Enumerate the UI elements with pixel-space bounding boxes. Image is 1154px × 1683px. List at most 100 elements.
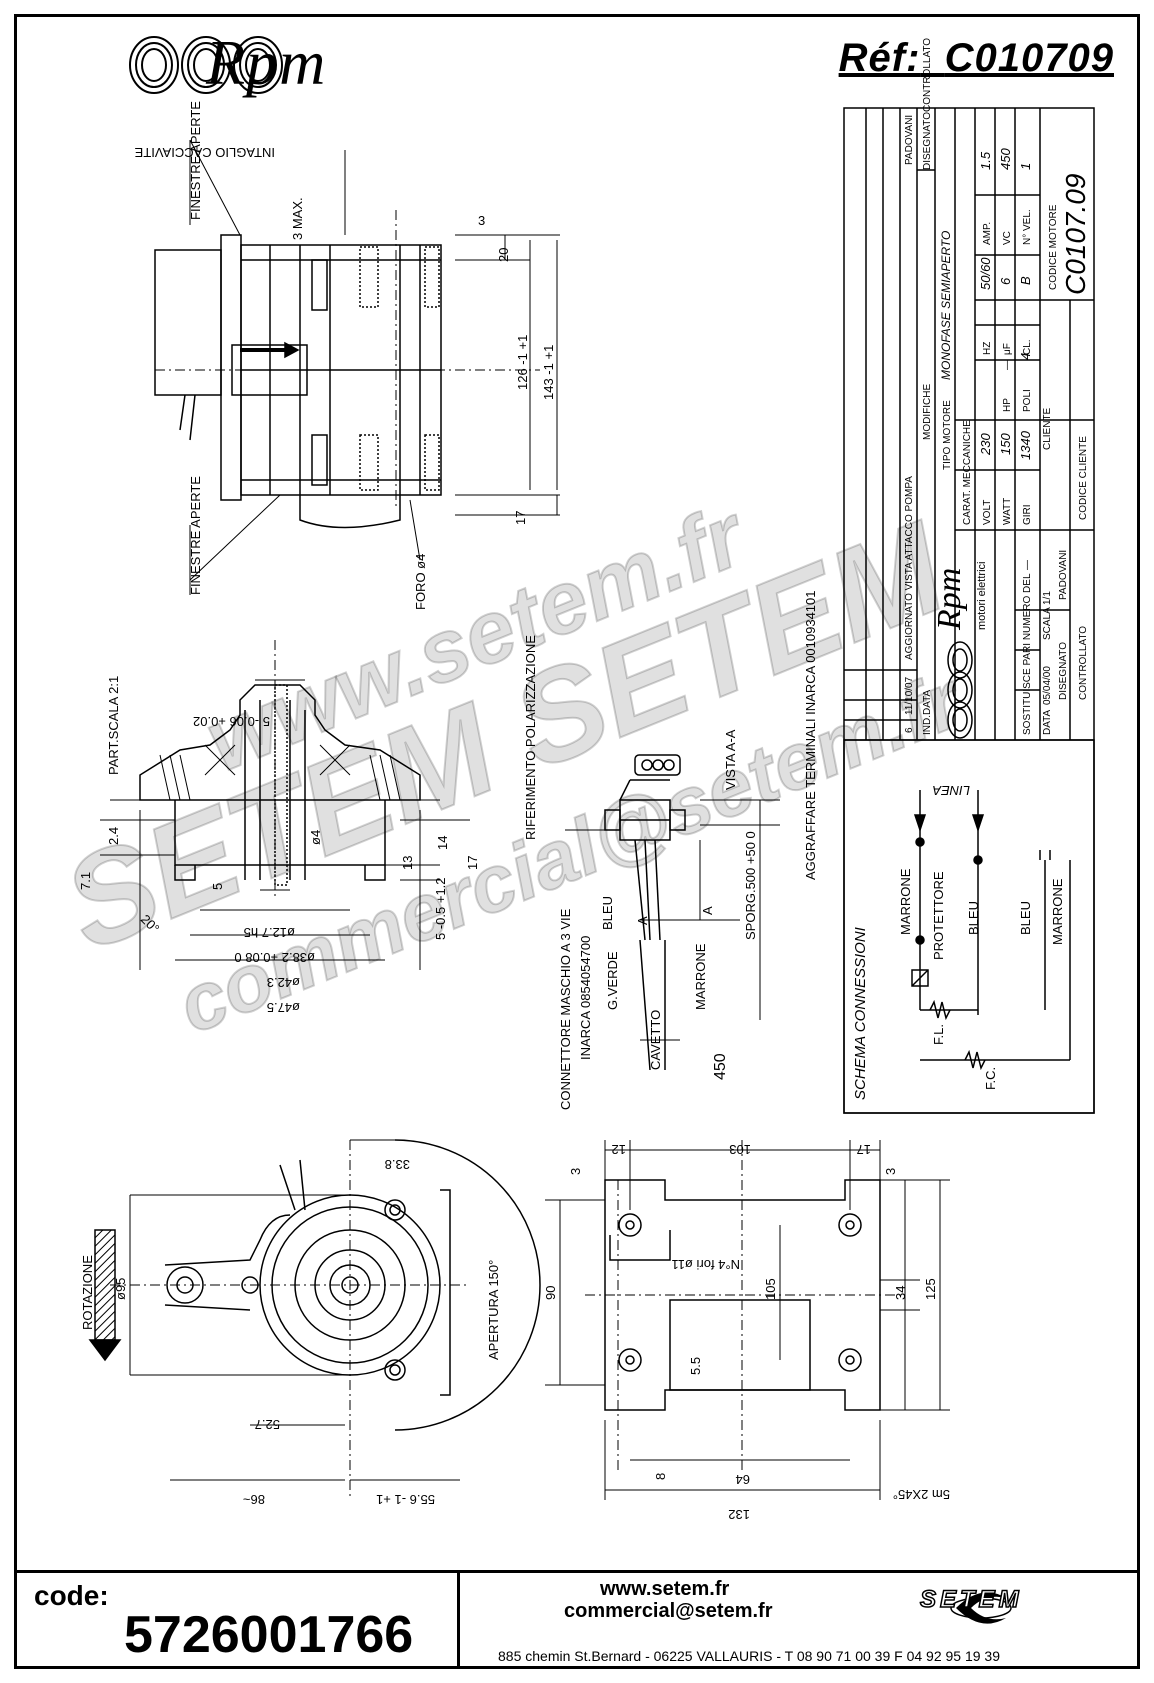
rotation-label: ROTAZIONE [80, 1255, 95, 1330]
dim-126: 126 -1 +1 [515, 335, 530, 390]
uf-value: 6 [998, 277, 1013, 285]
wire-marrone: MARRONE [693, 943, 708, 1010]
volt-value: 230 [978, 433, 993, 456]
slot-label: INTAGLIO CACCIAVITE [134, 145, 275, 160]
product-code-box: code: 5726001766 [14, 1570, 460, 1669]
watt-label: WATT [1002, 498, 1013, 525]
setem-wordmark: SETEM [919, 1585, 1023, 1614]
connector-part: INARCA 0854054700 [578, 936, 593, 1060]
rev-number: 6 [904, 727, 915, 733]
reference-value: C010709 [944, 36, 1114, 80]
dim-125: 125 [923, 1278, 938, 1300]
dim-12: 12 [612, 1142, 626, 1157]
chamfer-label: 5m 2X45° [893, 1487, 950, 1502]
dim-5-inner: 5 [210, 883, 225, 890]
scale-label-tb: SCALA [1042, 607, 1053, 640]
giri-label: GIRI [1022, 504, 1033, 525]
code-value: 5726001766 [124, 1606, 414, 1664]
dim-5-shoulder: 5 -0.5 +1.2 [433, 877, 448, 940]
dim-7-1: 7.1 [78, 872, 93, 890]
wire-label-bleu-1: BLEU [966, 901, 981, 935]
mech-label: CARAT. MECCANICHE [962, 420, 973, 525]
dim-8: 8 [653, 1473, 668, 1480]
motor-type-label: TIPO MOTORE [942, 400, 953, 470]
hp-label: HP [1002, 398, 1013, 412]
cable-length: 450 [712, 1053, 729, 1080]
giri-value: 1340 [1018, 430, 1033, 460]
dim-55-6: 55.6 -1 +1 [376, 1492, 435, 1507]
drawing-frame [14, 14, 1140, 1669]
cl-value: B [1018, 276, 1033, 285]
vc-value: 450 [998, 148, 1013, 170]
dim-3-right: 3 [883, 1168, 898, 1175]
wire-label-protettore: PROTETTORE [931, 871, 946, 960]
wire-label-marrone-1: MARRONE [898, 868, 913, 935]
motor-type-value: MONOFASE SEMIAPERTO [939, 231, 953, 380]
dim-86: 86~ [243, 1492, 265, 1507]
aperture-label: APERTURA 150° [486, 1260, 501, 1360]
vel-label: N° VEL. [1022, 209, 1033, 245]
setem-logo [950, 1592, 1012, 1624]
window-label-bottom: FINESTRE APERTE [188, 476, 203, 595]
rev-ind-label: IND. [922, 715, 933, 735]
max-label: 3 MAX. [290, 197, 305, 240]
window-label-top: FINESTRE APERTE [188, 101, 203, 220]
footer-divider [14, 1570, 1140, 1573]
dim-o42-3: ø42.3 [267, 975, 300, 990]
hz-label: HZ [982, 342, 993, 355]
motor-code-label: CODICE MOTORE [1048, 204, 1059, 290]
dim-103: 103 [729, 1142, 751, 1157]
dim-64: 64 [736, 1472, 750, 1487]
holes-label: N°4 fori ø11 [671, 1257, 740, 1272]
dim-20: 20 [496, 248, 511, 262]
dim-17-detail: 17 [465, 856, 480, 870]
reference-label: Réf: [838, 36, 921, 80]
modifiche-label: MODIFICHE [922, 384, 933, 440]
motor-side-view [154, 139, 560, 595]
vc-label: VC [1002, 231, 1013, 245]
website-link[interactable]: www.setem.fr [600, 1578, 730, 1600]
rpm-logo [129, 36, 283, 94]
motor-front-view [88, 1139, 541, 1500]
connector-label: CONNETTORE MASCHIO A 3 VIE [558, 908, 573, 1110]
line-label: LINEA [932, 783, 970, 798]
dim-13: 13 [400, 856, 415, 870]
rev-date: 11/10/07 [904, 676, 915, 715]
wiring-diagram [843, 739, 1095, 1114]
code-label: code: [34, 1580, 109, 1611]
shaft-detail-view [100, 640, 470, 970]
hz-value: 50/60 [978, 257, 993, 290]
dim-34: 34 [893, 1286, 908, 1300]
dim-132: 132 [728, 1507, 750, 1522]
dim-o12-7: ø12.7 h5 [244, 925, 295, 940]
replaces-label: SOSTITUISCE PARI NUMERO DEL [1022, 573, 1033, 735]
terminal-label: AGGRAFFARE TERMINALI INARCA 0010934101 [803, 591, 818, 881]
checked-label: CONTROLLATO [922, 38, 933, 112]
dim-o47-5: ø47.5 [267, 1000, 300, 1015]
dim-14: 14 [435, 836, 450, 850]
wiring-title: SCHEMA CONNESSIONI [852, 927, 869, 1100]
uf-label: μF [1002, 343, 1013, 355]
date-value: 05/04/00 [1042, 666, 1053, 705]
dim-5-shaft: 5 -0.06 +0.02 [193, 714, 270, 729]
motor-base-view [545, 1140, 950, 1500]
replaces-value: — [1022, 560, 1033, 570]
motor-code-value: C0107.09 [1060, 174, 1091, 295]
dim-3-top: 3 [478, 213, 485, 228]
title-block [843, 107, 1095, 1114]
company-address: 885 chemin St.Bernard - 06225 VALLAURIS … [498, 1648, 1000, 1664]
dim-90: 90 [543, 1286, 558, 1300]
wire-label-bleu-2: BLEU [1018, 901, 1033, 935]
poli-label: POLI [1022, 389, 1033, 412]
checked-label-bottom: CONTROLLATO [1078, 626, 1089, 700]
dim-17-base: 17 [857, 1142, 871, 1157]
hp-value: — [1002, 360, 1013, 370]
email-link[interactable]: commercial@setem.fr [564, 1600, 773, 1622]
dim-o4: ø4 [308, 830, 323, 845]
amp-label: AMP. [982, 222, 993, 245]
dim-o95: ø95 [113, 1278, 128, 1300]
tb-brand-sub: motori elettrici [976, 562, 988, 630]
dim-20-deg: 20° [138, 912, 163, 937]
wire-a2: A [700, 906, 715, 915]
